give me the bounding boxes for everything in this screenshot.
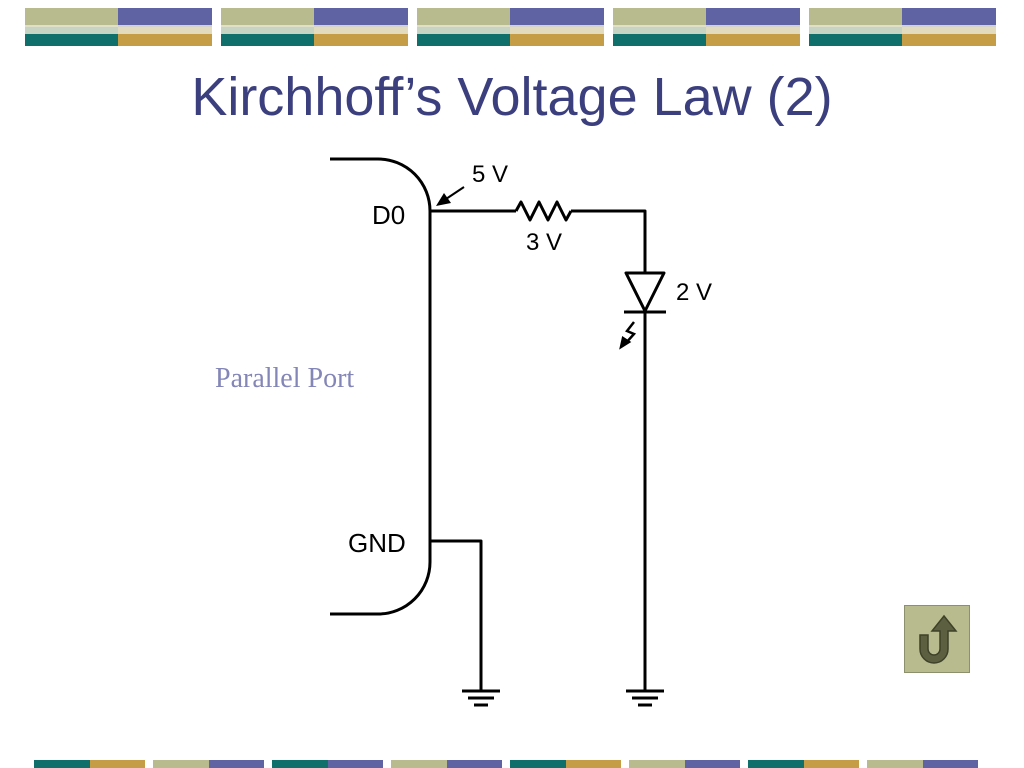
pin-d0-label: D0 xyxy=(372,200,405,230)
voltage-pointer-arrow-icon xyxy=(436,186,465,206)
band-block xyxy=(613,8,800,46)
band-block xyxy=(25,8,212,46)
light-emission-arrow-icon xyxy=(619,321,637,350)
led-voltage-label: 2 V xyxy=(676,279,712,306)
bottom-decorative-band xyxy=(34,760,978,768)
wire-gnd xyxy=(430,539,483,690)
top-decorative-band xyxy=(25,8,996,46)
port-outline-right xyxy=(330,211,432,616)
return-button[interactable] xyxy=(904,605,970,673)
resistor xyxy=(514,200,573,222)
band-block xyxy=(221,8,408,46)
port-outline-top xyxy=(330,157,432,212)
pin-gnd-label: GND xyxy=(348,528,406,558)
u-turn-arrow-icon xyxy=(919,614,958,664)
parallel-port-label: Parallel Port xyxy=(215,363,354,394)
led-diode xyxy=(624,271,666,314)
supply-voltage-label: 5 V xyxy=(472,161,508,188)
wire-top-right xyxy=(571,209,647,272)
ground-symbol-icon xyxy=(462,689,500,707)
slide-title: Kirchhoff’s Voltage Law (2) xyxy=(191,67,833,127)
ground-symbol-icon xyxy=(626,689,664,707)
band-block xyxy=(417,8,604,46)
resistor-voltage-label: 3 V xyxy=(526,229,562,256)
band-block xyxy=(809,8,996,46)
